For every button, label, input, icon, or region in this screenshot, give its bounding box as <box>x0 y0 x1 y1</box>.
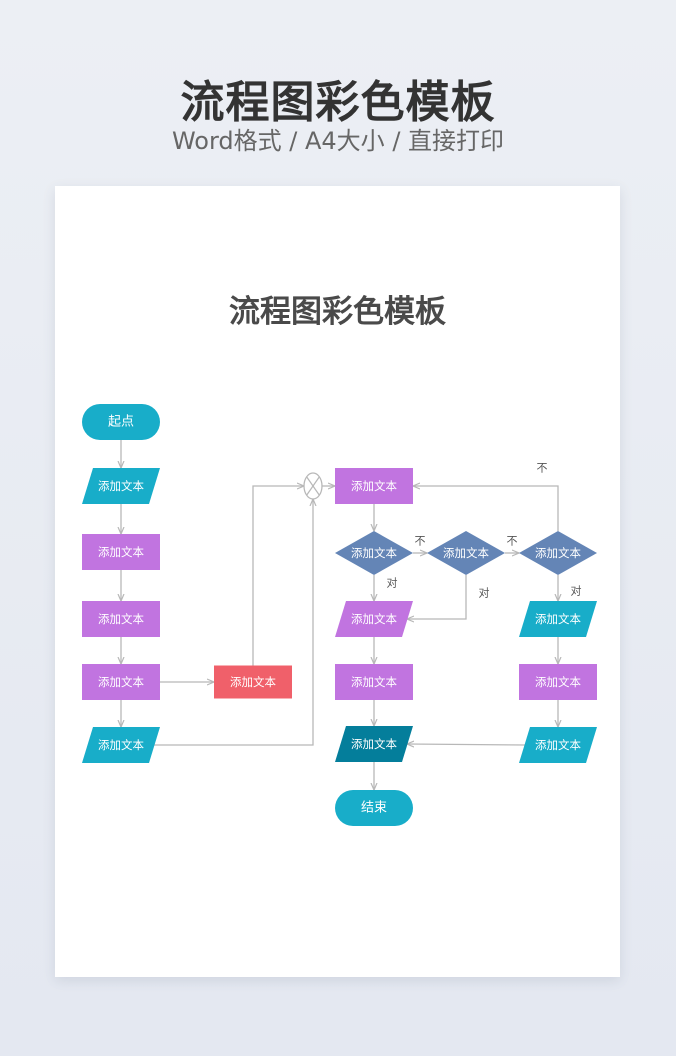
hero-title: 流程图彩色模板 <box>180 77 496 128</box>
node-r2[interactable]: 添加文本 <box>519 664 597 700</box>
node-label: 添加文本 <box>98 675 144 689</box>
node-l1[interactable]: 添加文本 <box>82 468 160 504</box>
node-r1[interactable]: 添加文本 <box>519 601 597 637</box>
edge-label: 对 <box>479 586 490 600</box>
node-label: 添加文本 <box>98 479 144 493</box>
decision-diamond <box>519 531 597 575</box>
connector-red-to-junction <box>252 486 304 666</box>
process-box <box>519 664 597 700</box>
decision-diamond <box>427 531 505 575</box>
edge-label: 不 <box>507 535 518 548</box>
node-label: 添加文本 <box>535 675 581 689</box>
terminal-pill <box>335 790 413 826</box>
node-label: 添加文本 <box>351 546 397 560</box>
io-parallelogram <box>82 727 160 763</box>
node-junction[interactable] <box>303 472 323 500</box>
node-m4[interactable]: 添加文本 <box>335 726 413 762</box>
decision-diamond <box>335 531 413 575</box>
node-end[interactable]: 结束 <box>335 790 413 826</box>
node-label: 起点 <box>108 415 134 430</box>
process-box <box>82 664 160 700</box>
node-l3[interactable]: 添加文本 <box>82 601 160 637</box>
node-label: 添加文本 <box>535 738 581 752</box>
process-box <box>335 664 413 700</box>
connector-l5-to-junction <box>154 499 313 746</box>
node-m3[interactable]: 添加文本 <box>335 664 413 700</box>
node-label: 添加文本 <box>351 737 397 751</box>
io-parallelogram <box>519 727 597 763</box>
document-page: 流程图彩色模板 <box>55 186 620 977</box>
edge-label: 不 <box>537 462 548 475</box>
node-red[interactable]: 添加文本 <box>214 665 292 699</box>
node-m1[interactable]: 添加文本 <box>335 468 413 504</box>
node-label: 添加文本 <box>230 675 276 689</box>
node-label: 添加文本 <box>535 546 581 560</box>
edge-label: 对 <box>571 584 582 598</box>
io-parallelogram <box>82 468 160 504</box>
node-l2[interactable]: 添加文本 <box>82 534 160 570</box>
io-parallelogram <box>519 601 597 637</box>
io-parallelogram <box>335 726 413 762</box>
process-box <box>214 665 292 699</box>
io-parallelogram <box>335 601 413 637</box>
node-label: 添加文本 <box>351 675 397 689</box>
node-label: 添加文本 <box>351 479 397 493</box>
terminal-pill <box>82 404 160 440</box>
process-box <box>82 534 160 570</box>
connector-r3-to-m4 <box>407 744 526 745</box>
connector-d2-to-m2 <box>407 575 467 619</box>
edge-label: 对 <box>387 576 398 590</box>
junction-cross <box>306 476 320 496</box>
node-l4[interactable]: 添加文本 <box>82 664 160 700</box>
document-title: 流程图彩色模板 <box>229 294 446 330</box>
node-label: 添加文本 <box>535 612 581 626</box>
node-m2[interactable]: 添加文本 <box>335 601 413 637</box>
process-box <box>82 601 160 637</box>
node-l5[interactable]: 添加文本 <box>82 727 160 763</box>
node-label: 添加文本 <box>98 738 144 752</box>
hero-subtitle: Word格式 / A4大小 / 直接打印 <box>171 127 505 155</box>
node-d2[interactable]: 添加文本 <box>427 531 505 575</box>
node-label: 结束 <box>361 801 387 816</box>
node-d3[interactable]: 添加文本 <box>519 531 597 575</box>
node-label: 添加文本 <box>98 545 144 559</box>
process-box <box>335 468 413 504</box>
node-label: 添加文本 <box>98 612 144 626</box>
node-r3[interactable]: 添加文本 <box>519 727 597 763</box>
edge-label: 不 <box>415 535 426 548</box>
node-start[interactable]: 起点 <box>82 404 160 440</box>
node-label: 添加文本 <box>351 612 397 626</box>
node-d1[interactable]: 添加文本 <box>335 531 413 575</box>
connector-d3-to-m1 <box>413 486 559 531</box>
node-label: 添加文本 <box>443 546 489 560</box>
